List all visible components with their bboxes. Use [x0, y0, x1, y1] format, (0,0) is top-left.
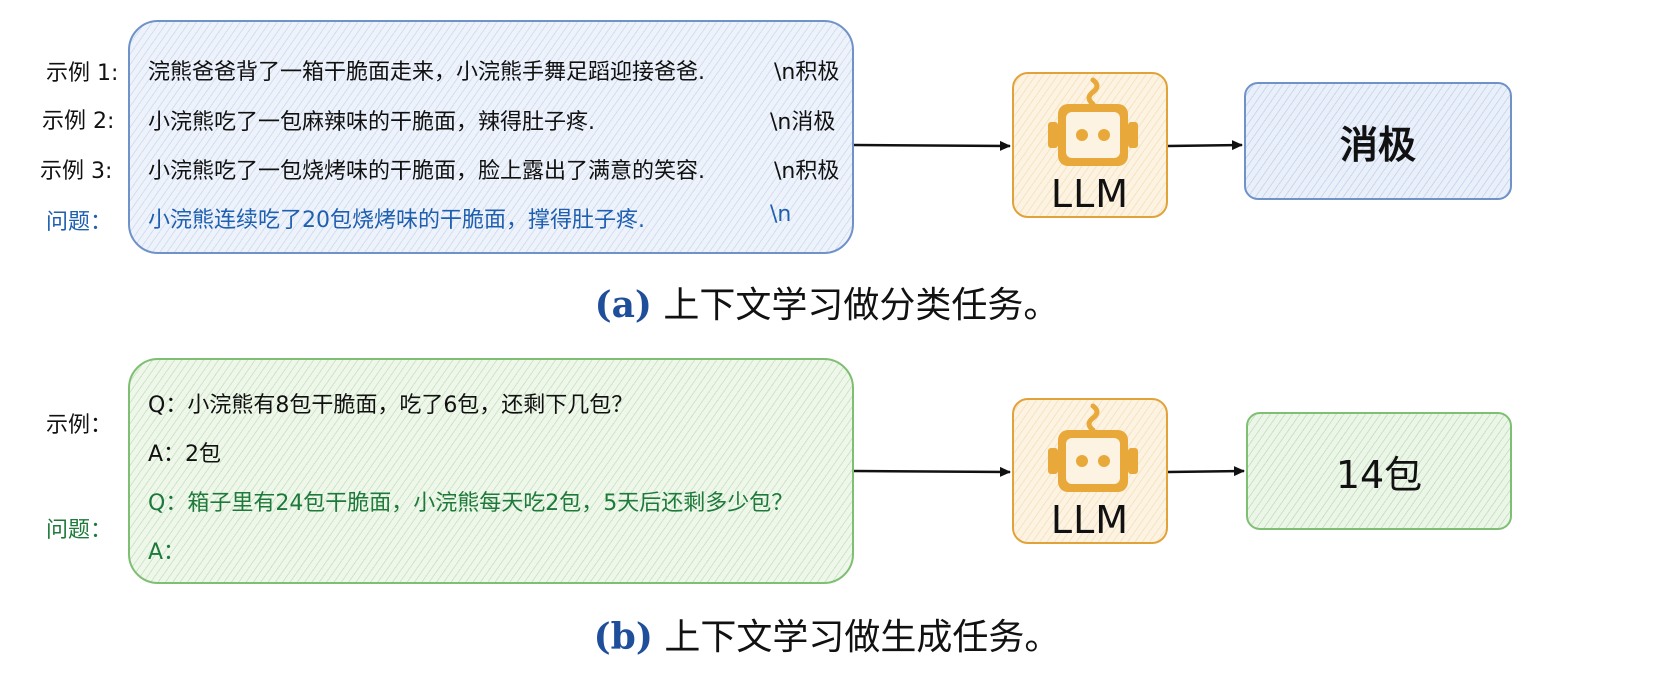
arrow-right-icon — [853, 140, 1011, 151]
arrow-right-icon — [1167, 140, 1243, 151]
llm-label-a: LLM — [1050, 172, 1130, 216]
caption-label-b: (b) — [593, 616, 653, 658]
output-text-b: 14包 — [1335, 452, 1423, 497]
example-a-text: A：2包 — [148, 442, 222, 467]
example-2-tag: \n消极 — [770, 110, 836, 135]
caption-label-a: (a) — [594, 284, 652, 326]
robot-icon — [1048, 403, 1138, 492]
example-label-b: 示例： — [46, 413, 113, 438]
caption-b: (b) 上下文学习做生成任务。 — [0, 608, 1654, 660]
question-text-a: 小浣熊连续吃了20包烧烤味的干脆面，撑得肚子疼. — [148, 208, 645, 233]
caption-text-a: 上下文学习做分类任务。 — [651, 285, 1060, 326]
robot-icon — [1048, 77, 1138, 166]
example-3-text: 小浣熊吃了一包烧烤味的干脆面，脸上露出了满意的笑容. — [148, 159, 705, 184]
prompt-box-a: 浣熊爸爸背了一箱干脆面走来，小浣熊手舞足蹈迎接爸爸. \n积极 小浣熊吃了一包麻… — [128, 20, 854, 254]
output-box-b: 14包 — [1246, 412, 1512, 530]
example-1-text: 浣熊爸爸背了一箱干脆面走来，小浣熊手舞足蹈迎接爸爸. — [148, 60, 705, 85]
caption-a: (a) 上下文学习做分类任务。 — [0, 276, 1654, 328]
question-a-text: A： — [148, 540, 186, 565]
llm-box-b: LLM — [1012, 398, 1168, 544]
prompt-box-b: Q：小浣熊有8包干脆面，吃了6包，还剩下几包？ A：2包 Q：箱子里有24包干脆… — [128, 358, 854, 584]
example-1-tag: \n积极 — [774, 60, 840, 85]
arrow-right-icon — [1167, 466, 1245, 477]
example-3-label: 示例 3: — [40, 159, 113, 184]
output-box-a: 消极 — [1244, 82, 1512, 200]
arrow-right-icon — [853, 466, 1011, 477]
question-q-text: Q：箱子里有24包干脆面，小浣熊每天吃2包，5天后还剩多少包？ — [148, 491, 794, 516]
question-label-a: 问题： — [46, 210, 113, 235]
example-2-label: 示例 2: — [42, 109, 115, 134]
example-3-tag: \n积极 — [774, 159, 840, 184]
llm-box-a: LLM — [1012, 72, 1168, 218]
question-label-b: 问题： — [46, 518, 113, 543]
llm-label-b: LLM — [1050, 498, 1130, 542]
example-2-text: 小浣熊吃了一包麻辣味的干脆面，辣得肚子疼. — [148, 110, 595, 135]
example-q-text: Q：小浣熊有8包干脆面，吃了6包，还剩下几包？ — [148, 393, 634, 418]
output-text-a: 消极 — [1339, 122, 1416, 167]
caption-text-b: 上下文学习做生成任务。 — [652, 617, 1061, 658]
question-tag-a: \n — [770, 202, 792, 227]
example-1-label: 示例 1: — [46, 61, 119, 86]
